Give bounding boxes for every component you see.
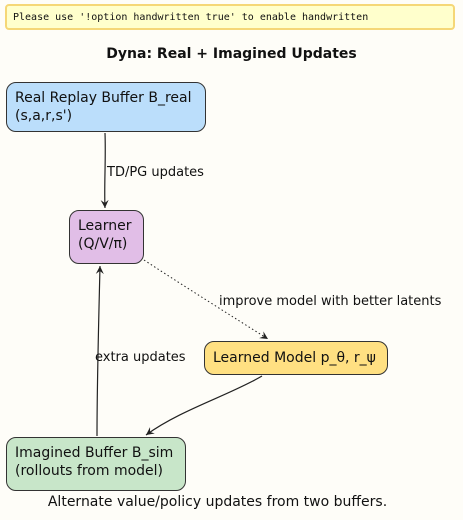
edge-learner-to-model [143, 259, 269, 340]
node-learned-model: Learned Model p_θ, r_ψ [204, 341, 388, 375]
label-imagined-to-learner: extra updates [95, 350, 186, 365]
node-learner: Learner (Q/V/π) [69, 210, 144, 264]
node-imagined-buffer: Imagined Buffer B_sim (rollouts from mod… [6, 437, 186, 491]
handwritten-warning: Please use '!option handwritten true' to… [5, 4, 455, 30]
diagram-caption: Alternate value/policy updates from two … [47, 494, 388, 510]
node-learner-subtitle: (Q/V/π) [78, 236, 128, 252]
edge-imagined-to-learner [95, 265, 104, 437]
edge-model-to-imagined [145, 375, 263, 436]
diagram-title: Dyna: Real + Imagined Updates [106, 46, 357, 62]
node-imagined-subtitle: (rollouts from model) [15, 463, 164, 479]
label-real-to-learner: TD/PG updates [107, 165, 204, 180]
node-model-title: Learned Model p_θ, r_ψ [213, 350, 376, 366]
edge-real-to-learner [100, 132, 109, 209]
node-real-subtitle: (s,a,r,s') [15, 108, 73, 124]
label-learner-to-model: improve model with better latents [219, 294, 442, 309]
node-learner-title: Learner [78, 218, 132, 234]
node-real-title: Real Replay Buffer B_real [15, 90, 192, 106]
node-real-replay-buffer: Real Replay Buffer B_real (s,a,r,s') [6, 82, 206, 132]
node-imagined-title: Imagined Buffer B_sim [15, 445, 174, 461]
